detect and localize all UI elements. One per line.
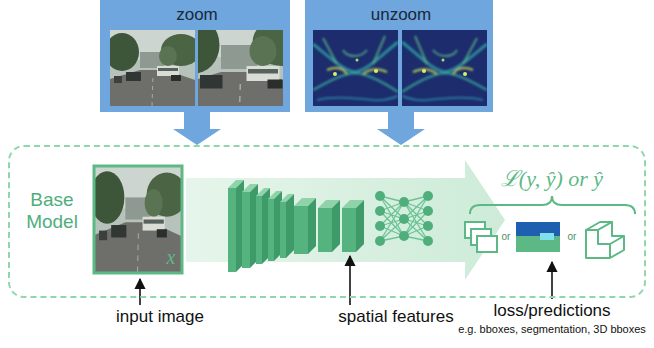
input-image (90, 167, 187, 272)
mlp-network (375, 191, 433, 246)
flow-arrow (173, 112, 221, 145)
panel-title: unzoom (305, 5, 497, 25)
panel-title: zoom (100, 5, 294, 25)
image-frame (94, 166, 182, 273)
input-variable: x (167, 246, 176, 269)
3d-box-icon (586, 222, 624, 258)
unzoom-panel: unzoom (305, 0, 497, 112)
flow-arrow (186, 160, 505, 280)
part-label: input image (116, 307, 204, 327)
loss-formula: ℒ(y, ŷ) or ŷ (501, 166, 603, 191)
zoomed-street-image (169, 12, 313, 126)
segmentation-icon (516, 222, 560, 252)
box-heading: Base Model (13, 189, 91, 233)
street-image (110, 30, 195, 106)
heatmap-image (402, 30, 487, 106)
note-label: e.g. bboxes, segmentation, 3D bboxes (458, 323, 646, 336)
or-separator: or (568, 231, 577, 243)
cnn-layers (228, 180, 364, 272)
heatmap-image (313, 30, 398, 106)
or-separator: or (502, 231, 511, 243)
part-label: spatial features (338, 307, 453, 327)
brace (470, 196, 635, 214)
bbox-icon (465, 222, 497, 252)
flow-arrow (377, 112, 425, 145)
part-label: loss/predictions (493, 301, 610, 321)
zoom-panel: zoom (100, 0, 294, 112)
